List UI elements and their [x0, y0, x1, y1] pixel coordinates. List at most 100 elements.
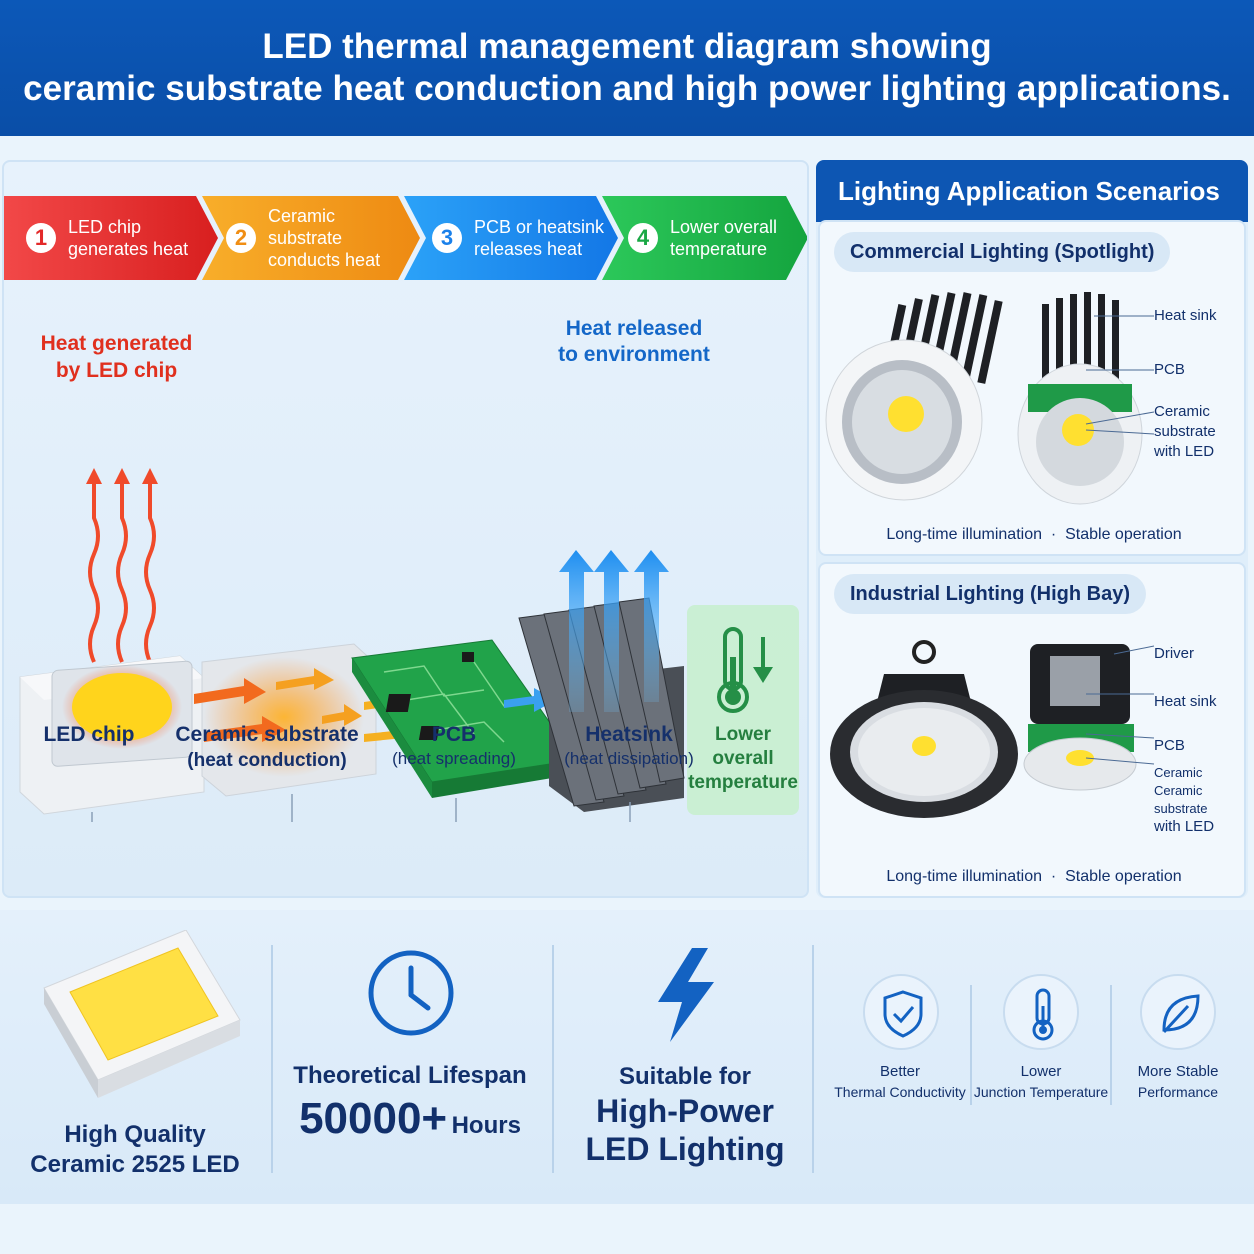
component-ceramic-name: Ceramic substrate [175, 723, 359, 746]
component-pcb-sub: (heat spreading) [392, 749, 516, 768]
leaf-icon-circle [1140, 974, 1216, 1050]
component-heatsink-sub: (heat dissipation) [564, 749, 694, 768]
suitable-line2: High-Power [596, 1093, 774, 1129]
callout-pcb: PCB [1154, 361, 1185, 378]
page-title-line-2: ceramic substrate heat conduction and hi… [23, 69, 1231, 108]
step-4-label-line2: temperature [670, 239, 768, 259]
leaf-icon [1162, 994, 1200, 1034]
scenario-industrial-caption: Long-time illumination · Stable operatio… [820, 868, 1248, 886]
lifespan-value: 50000+ [299, 1094, 448, 1143]
component-pcb: PCB (heat spreading) [384, 722, 524, 770]
step-arrow-4 [602, 196, 807, 280]
callout-ceramic-line2: with LED [1154, 443, 1215, 460]
step-3-label-line2: releases heat [474, 239, 583, 259]
divider-3 [812, 945, 814, 1173]
lifespan-unit: Hours [451, 1112, 521, 1139]
step-1-number: 1 [26, 223, 56, 253]
feature-3-line2: Performance [1137, 1084, 1219, 1100]
lightning-bolt-icon [658, 948, 714, 1042]
thermometer-icon-circle [1003, 974, 1079, 1050]
component-led-chip-name: LED chip [43, 723, 135, 746]
heat-wave-arrowheads [86, 468, 158, 484]
component-pcb-name: PCB [431, 723, 477, 746]
caption-left: Long-time illumination [886, 526, 1042, 543]
callout-pcb-2: PCB [1154, 737, 1185, 754]
shield-check-icon [883, 990, 923, 1038]
caption-sep: · [1050, 526, 1057, 543]
scenario-commercial: Commercial Lighting (Spotlight) [818, 220, 1246, 556]
step-3-label-line1: PCB or heatsink [474, 217, 605, 237]
product-label-line2: Ceramic 2525 LED [30, 1151, 240, 1178]
step-2-label-line1: Ceramic substrate [268, 206, 343, 248]
clock-icon [368, 950, 454, 1036]
lower-temp-line2: overall [712, 748, 774, 769]
scenario-commercial-title: Commercial Lighting (Spotlight) [834, 232, 1171, 272]
spotlight-cutaway-view [1017, 292, 1143, 505]
lifespan-value-row: 50000+ Hours [290, 1094, 530, 1144]
feature-3-line1: More Stable [1137, 1063, 1219, 1080]
thermometer-icon [1032, 988, 1054, 1041]
high-bay-front-view [830, 640, 1018, 818]
spotlight-front-view [825, 292, 1003, 501]
suitable-line1: Suitable for [618, 1063, 751, 1090]
callout-ceramic-2-line1: Ceramic [1154, 765, 1203, 780]
scenario-industrial: Industrial Lighting (High Bay) [818, 562, 1246, 898]
shield-check-icon-circle [863, 974, 939, 1050]
lower-temperature-box: Lower overall temperature [687, 605, 799, 815]
divider-4 [970, 985, 972, 1105]
callout-driver: Driver [1154, 645, 1194, 662]
scenario-industrial-title: Industrial Lighting (High Bay) [834, 574, 1146, 614]
divider-1 [271, 945, 273, 1173]
callout-ceramic-2-line2: Ceramic substrate [1154, 783, 1208, 816]
callout-ceramic: Ceramic substrate with LED [1154, 402, 1248, 462]
component-led-chip: LED chip [24, 722, 154, 748]
step-4-label-line1: Lower overall [670, 217, 778, 237]
lifespan-label: Theoretical Lifespan [293, 1062, 527, 1089]
heat-released-label: Heat released to environment [544, 316, 724, 368]
caption-left-2: Long-time illumination [886, 868, 1042, 885]
high-bay-cutaway-view [1023, 644, 1137, 791]
product-label: High Quality Ceramic 2525 LED [20, 1120, 250, 1180]
component-ceramic-sub: (heat conduction) [187, 750, 347, 771]
feature-2-line1: Lower [1020, 1063, 1062, 1080]
step-arrows [4, 196, 807, 280]
component-ceramic: Ceramic substrate (heat conduction) [172, 722, 362, 774]
component-heatsink-name: Heatsink [585, 723, 673, 746]
feature-thermal-conductivity: Better Thermal Conductivity [830, 1062, 970, 1102]
step-4-number: 4 [628, 223, 658, 253]
feature-2-line2: Junction Temperature [973, 1084, 1109, 1100]
lower-temp-line3: temperature [688, 772, 798, 793]
step-arrow-3 [404, 196, 618, 280]
thermometer-down-icon [717, 627, 773, 713]
divider-5 [1110, 985, 1112, 1105]
divider-2 [552, 945, 554, 1173]
step-arrow-2 [202, 196, 420, 280]
feature-1-line1: Better [879, 1063, 921, 1080]
led-chip-block [19, 655, 205, 815]
ceramic-led-product-image [43, 930, 241, 1098]
feature-junction-temperature: Lower Junction Temperature [971, 1062, 1111, 1102]
heat-released-line1: Heat released [565, 317, 703, 340]
scenarios-title: Lighting Application Scenarios [816, 160, 1248, 222]
thermal-illustration [19, 468, 685, 822]
application-scenarios-panel: Lighting Application Scenarios Commercia… [816, 160, 1248, 898]
feature-1-line2: Thermal Conductivity [834, 1084, 966, 1100]
heat-generated-line2: by LED chip [55, 359, 178, 382]
callout-heat-sink: Heat sink [1154, 307, 1217, 324]
callout-ceramic-2-line3: with LED [1154, 818, 1215, 835]
product-label-line1: High Quality [64, 1121, 206, 1148]
suitable-label: Suitable for High-Power LED Lighting [580, 1062, 790, 1168]
step-1-label-line2: generates heat [68, 239, 189, 259]
step-2-label-line2: conducts heat [268, 250, 381, 270]
page-title-line-1: LED thermal management diagram showing [262, 27, 992, 66]
heat-release-arrows [559, 550, 669, 712]
lower-temp-line1: Lower [715, 724, 771, 745]
spotlight-illustration [825, 292, 1155, 505]
heat-generated-label: Heat generated by LED chip [34, 330, 199, 384]
caption-right: Stable operation [1065, 526, 1182, 543]
callout-ceramic-line1: Ceramic substrate [1154, 403, 1216, 440]
